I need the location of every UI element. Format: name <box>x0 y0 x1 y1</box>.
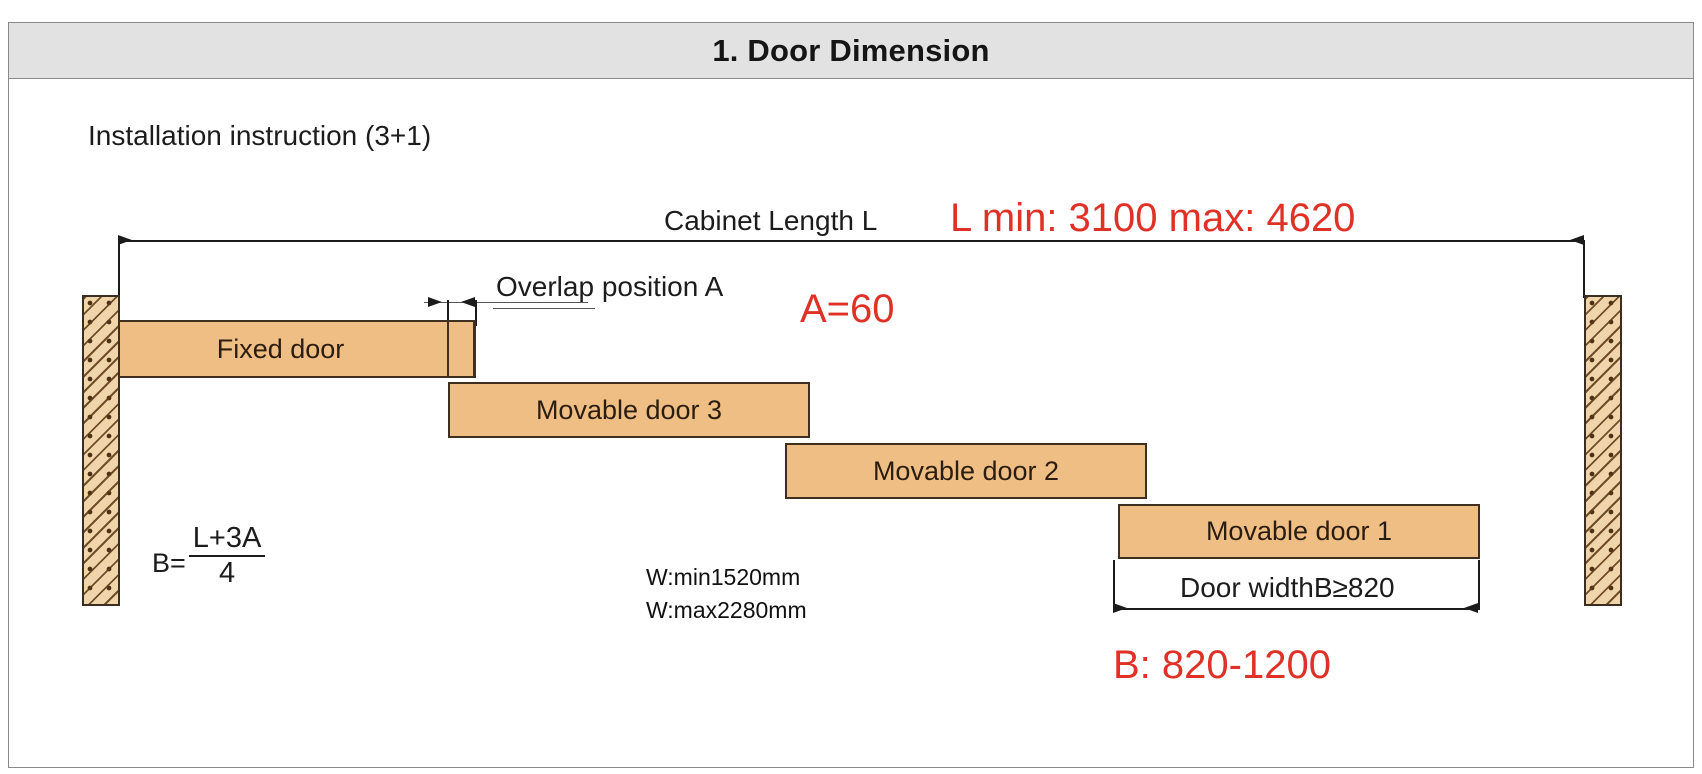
overlap-position-label: Overlap position A <box>496 271 724 302</box>
formula-fraction: L+3A 4 <box>188 522 266 589</box>
section-header-band: 1. Door Dimension <box>9 23 1693 79</box>
cabinet-length-label: Cabinet Length L <box>664 205 878 236</box>
formula-numerator: L+3A <box>192 522 262 554</box>
formula-fraction-bar <box>188 554 266 557</box>
page-title: 1. Door Dimension <box>712 32 990 68</box>
formula-lhs: B= <box>152 548 186 579</box>
panel-size-note: W:min1520mm W:max2280mm <box>646 564 807 623</box>
door-width-formula: B= L+3A 4 <box>152 522 266 589</box>
formula-denominator: 4 <box>218 556 236 589</box>
cabinet-length-value: L min: 3100 max: 4620 <box>950 196 1356 240</box>
door-width-label: Door widthB≥820 <box>1180 572 1395 603</box>
document-frame <box>8 22 1694 768</box>
overlap-position-value: A=60 <box>800 287 895 331</box>
installation-instruction-label: Installation instruction (3+1) <box>88 120 432 151</box>
door-width-value: B: 820-1200 <box>1113 643 1331 687</box>
